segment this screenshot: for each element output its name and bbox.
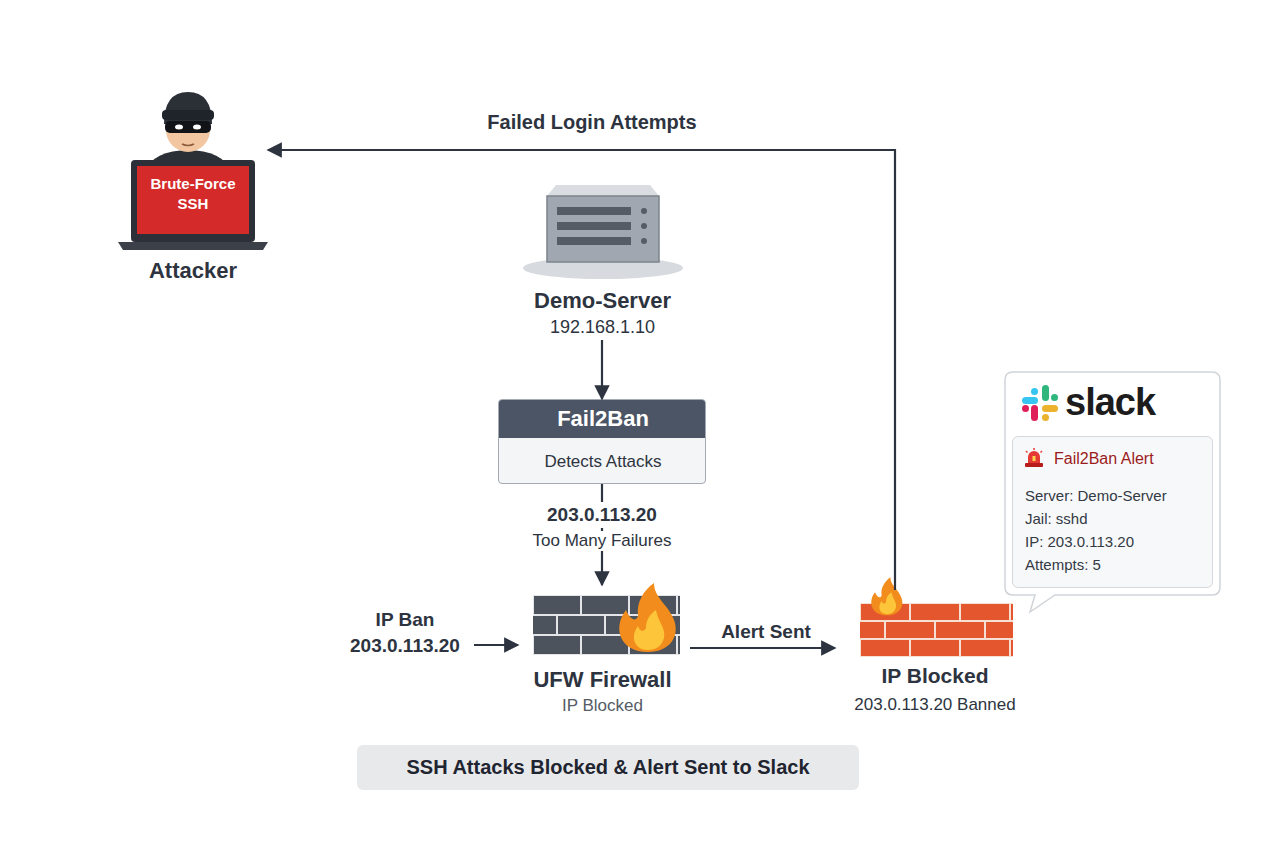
slack-logo <box>1022 405 1029 412</box>
node-text: IP Blocked <box>515 695 690 716</box>
alert-card: Fail2Ban AlertServer: Demo-ServerJail: s… <box>1012 436 1213 588</box>
node-text: IP: 203.0.113.20 <box>1025 532 1210 551</box>
node-text: Server: Demo-Server <box>1025 486 1210 505</box>
node-title: Demo-Server <box>495 287 710 315</box>
laptop-icon <box>118 160 268 250</box>
slack-logo <box>1042 405 1058 412</box>
attacker-figure <box>182 144 194 146</box>
caption-banner: SSH Attacks Blocked & Alert Sent to Slac… <box>357 745 859 790</box>
node-title: Brute-Force SSH <box>138 174 248 214</box>
laptop-icon <box>137 166 249 234</box>
blocked-node: IP Blocked 203.0.113.20 Banned <box>835 590 1035 718</box>
siren-icon <box>1025 448 1043 467</box>
server-icon <box>557 222 631 230</box>
node-title: slack <box>1065 380 1215 424</box>
slack-logo <box>1031 388 1038 395</box>
flame-icon <box>871 577 902 615</box>
slack-logo <box>1031 405 1038 421</box>
server-icon <box>547 196 659 262</box>
node-text: Attempts: 5 <box>1025 555 1210 574</box>
attacker-figure <box>165 121 211 133</box>
server-icon <box>523 185 683 279</box>
firewall-wall <box>533 583 680 655</box>
laptop-icon <box>118 242 268 250</box>
siren-icon <box>1041 451 1043 453</box>
server-icon <box>641 223 647 229</box>
flame-icon <box>879 592 896 614</box>
process-box: Fail2BanDetects Attacks <box>498 399 706 484</box>
blocked-wall <box>860 577 1013 657</box>
siren-icon <box>1025 463 1043 467</box>
annotation-label: Too Many Failures <box>512 531 692 551</box>
server-icon <box>557 207 631 215</box>
attacker-figure <box>175 125 183 130</box>
node-text: Jail: sshd <box>1025 509 1210 528</box>
siren-icon <box>1033 448 1035 450</box>
server-icon <box>547 185 659 196</box>
connector-arrow <box>690 647 835 649</box>
node-text: 203.0.113.20 Banned <box>835 694 1035 715</box>
connector-arrow <box>268 150 895 590</box>
node-title: Fail2Ban <box>499 400 706 438</box>
server-icon <box>641 238 647 244</box>
laptop-icon <box>131 160 255 242</box>
node-text: 192.168.1.10 <box>495 316 710 339</box>
attacker-node: Brute-Force SSH Attacker <box>118 88 268 283</box>
node-text: Attacker <box>118 257 268 285</box>
callout-outline <box>1005 372 1220 612</box>
flame-icon <box>871 577 902 615</box>
attacker-figure <box>162 110 214 120</box>
slack-logo <box>1022 385 1058 421</box>
node-title: Fail2Ban Alert <box>1054 449 1209 469</box>
server-icon <box>557 237 631 245</box>
annotation-label: 203.0.113.20 <box>325 634 485 658</box>
node-text: Detects Attacks <box>499 451 706 472</box>
siren-icon <box>1033 456 1036 461</box>
slack-logo <box>1051 394 1058 401</box>
edge-label: Alert Sent <box>696 620 836 644</box>
connector-arrow <box>601 340 603 399</box>
node-title: IP Blocked <box>835 663 1035 689</box>
attacker-figure <box>193 125 201 130</box>
flame-icon <box>634 610 664 650</box>
slack-logo <box>1042 385 1049 401</box>
siren-icon <box>1026 451 1028 453</box>
flame-icon <box>619 583 675 652</box>
slack-logo <box>1022 397 1038 404</box>
ban-arrow <box>474 644 518 646</box>
flame-icon <box>619 583 675 652</box>
slack-callout: slackFail2Ban AlertServer: Demo-ServerJa… <box>1005 372 1220 595</box>
annotation-label: IP Ban <box>345 608 465 632</box>
edge-label: Failed Login Attempts <box>442 108 742 136</box>
edge-label: 203.0.113.20 <box>522 502 682 528</box>
node-title: UFW Firewall <box>515 666 690 694</box>
server-icon <box>547 196 659 262</box>
siren-icon <box>1028 451 1040 463</box>
firewall-node: UFW FirewallIP Blocked <box>515 585 690 718</box>
server-node: Demo-Server192.168.1.10 <box>495 180 710 340</box>
server-icon <box>641 208 647 214</box>
slack-logo <box>1042 414 1049 421</box>
